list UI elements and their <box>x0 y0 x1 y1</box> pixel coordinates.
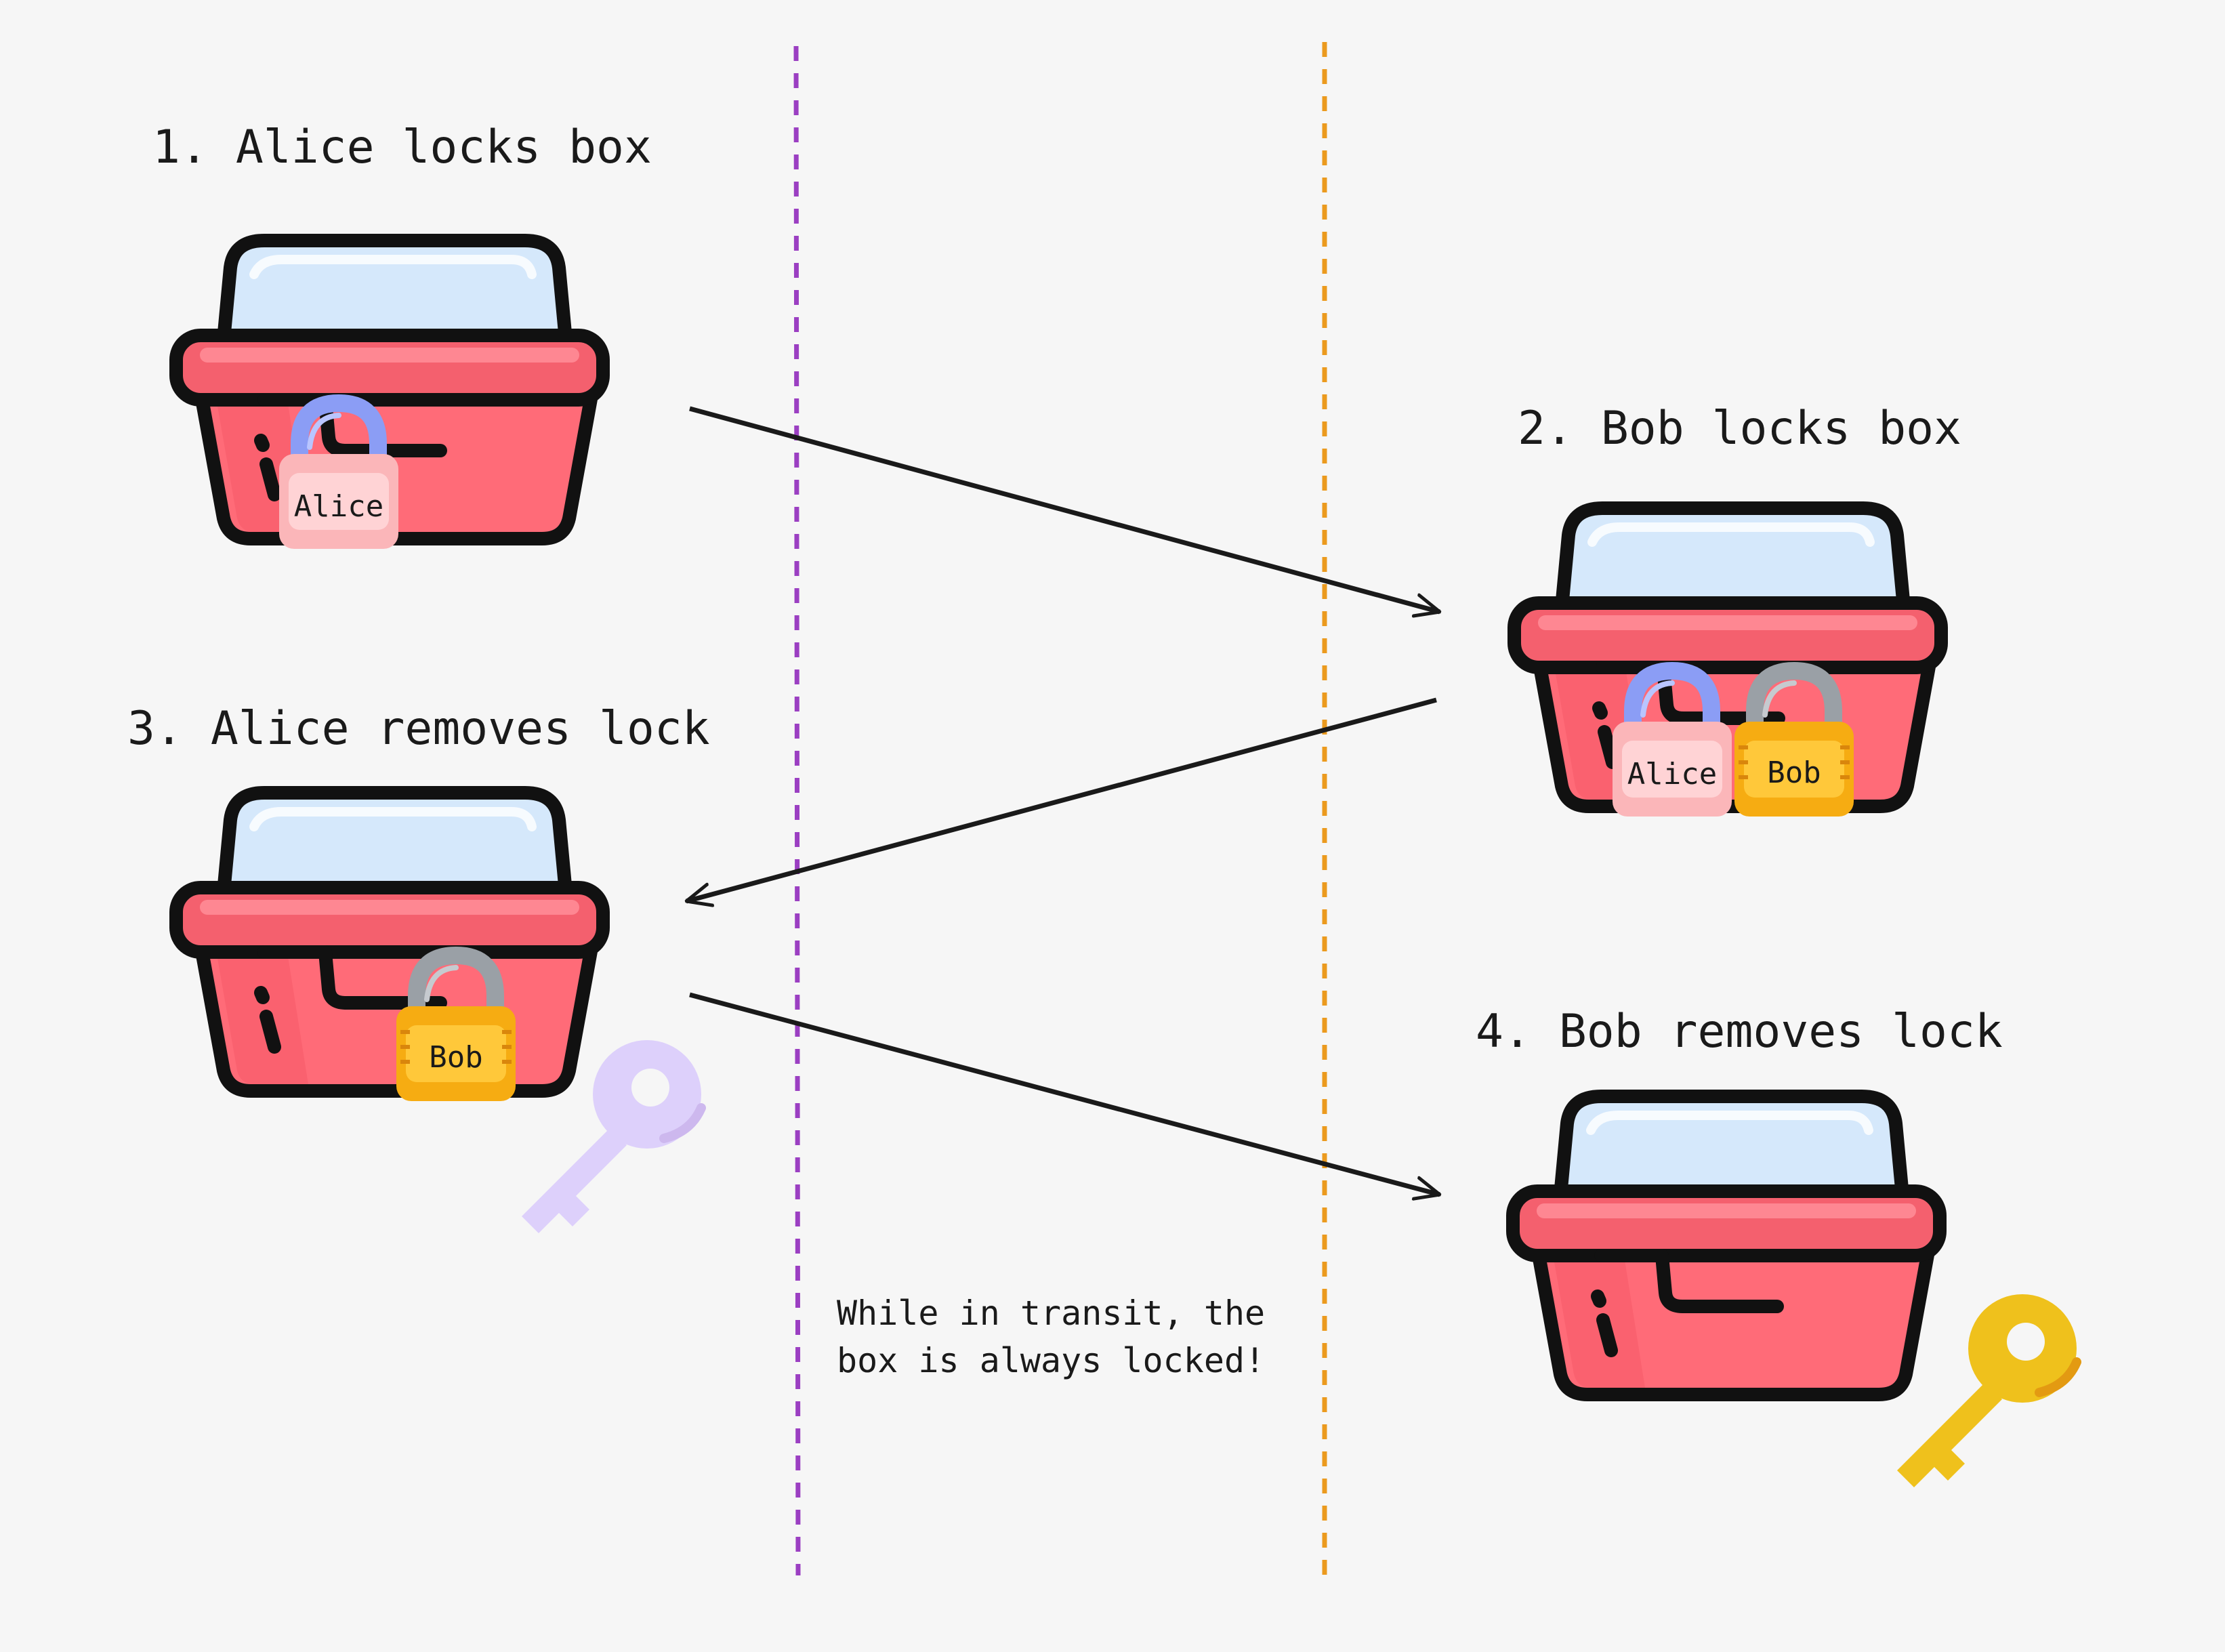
transit-note-line-2: box is always locked! <box>837 1341 1265 1380</box>
padlock-icon: Bob <box>396 955 516 1101</box>
alice-key-icon <box>522 1040 706 1233</box>
step-3: 3. Alice removes lock Bob <box>127 702 710 1233</box>
step-2-title: 2. Bob locks box <box>1518 402 1961 455</box>
arrow-step1-to-step2 <box>689 406 1440 612</box>
alice-lock-label: Alice <box>1627 757 1717 791</box>
alice-lock-label: Alice <box>294 489 383 524</box>
padlock-icon: Bob <box>1734 671 1854 817</box>
step-2: 2. Bob locks box Alice Bob <box>1514 402 1961 817</box>
bob-lock-label: Bob <box>429 1040 482 1075</box>
bob-lock-label: Bob <box>1767 756 1821 790</box>
padlock-icon: Alice <box>279 403 398 549</box>
transit-note-line-1: While in transit, the <box>837 1294 1265 1333</box>
alice-divider-line <box>793 45 801 1576</box>
step-3-title: 3. Alice removes lock <box>127 702 710 756</box>
arrow-step2-to-step3 <box>686 697 1437 901</box>
box-icon <box>1513 1096 1940 1395</box>
step-1-title: 1. Alice locks box <box>152 121 652 174</box>
arrow-step3-to-step4 <box>689 992 1440 1195</box>
step-4-title: 4. Bob removes lock <box>1476 1005 2003 1058</box>
bob-key-icon <box>1897 1294 2081 1487</box>
transit-note: While in transit, the box is always lock… <box>837 1294 1265 1380</box>
step-4: 4. Bob removes lock <box>1476 1005 2081 1487</box>
step-1: 1. Alice locks box Alice <box>152 121 652 549</box>
box-icon <box>176 793 603 1091</box>
padlock-icon: Alice <box>1613 671 1732 817</box>
